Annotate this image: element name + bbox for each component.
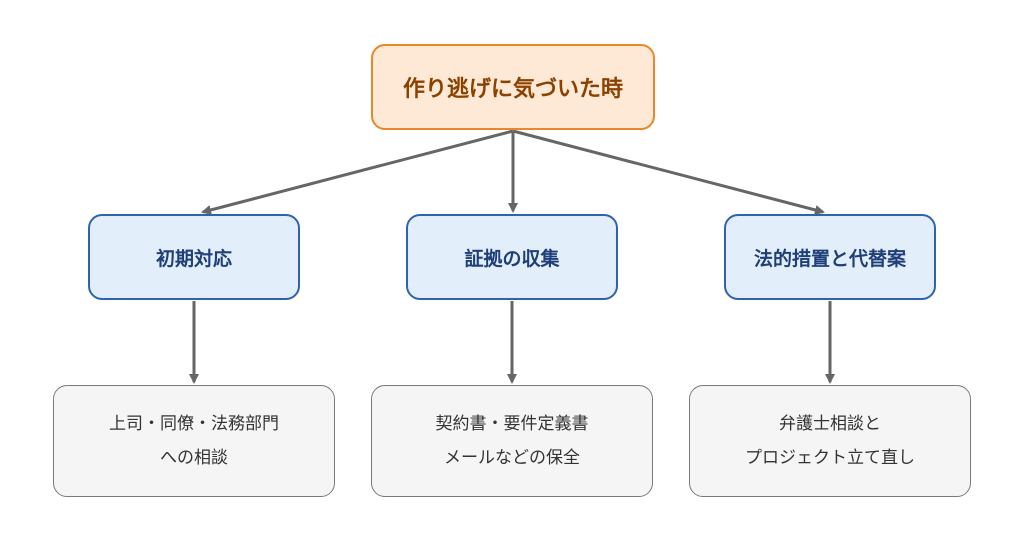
- arrow-root-to-initial-response: [201, 129, 514, 215]
- category-label: 初期対応: [155, 247, 232, 270]
- detail-node-consultation: 上司・同僚・法務部門 への相談: [53, 385, 335, 497]
- detail-line: 契約書・要件定義書: [435, 414, 589, 434]
- root-node: 作り逃げに気づいた時: [371, 44, 655, 130]
- detail-line: メールなどの保全: [444, 448, 580, 468]
- arrow-root-to-legal-measures: [512, 129, 825, 215]
- root-node-label: 作り逃げに気づいた時: [402, 77, 623, 102]
- detail-line: 上司・同僚・法務部門: [109, 414, 279, 434]
- detail-line: への相談: [160, 448, 228, 468]
- category-label: 証拠の収集: [464, 247, 560, 270]
- detail-node-lawyer-consultation: 弁護士相談と プロジェクト立て直し: [689, 385, 971, 497]
- category-node-legal-measures: 法的措置と代替案: [724, 214, 936, 300]
- category-node-initial-response: 初期対応: [88, 214, 300, 300]
- detail-node-document-preservation: 契約書・要件定義書 メールなどの保全: [371, 385, 653, 497]
- category-label: 法的措置と代替案: [753, 247, 906, 270]
- detail-line: プロジェクト立て直し: [745, 448, 915, 468]
- category-node-evidence-collection: 証拠の収集: [406, 214, 618, 300]
- detail-line: 弁護士相談と: [779, 414, 881, 434]
